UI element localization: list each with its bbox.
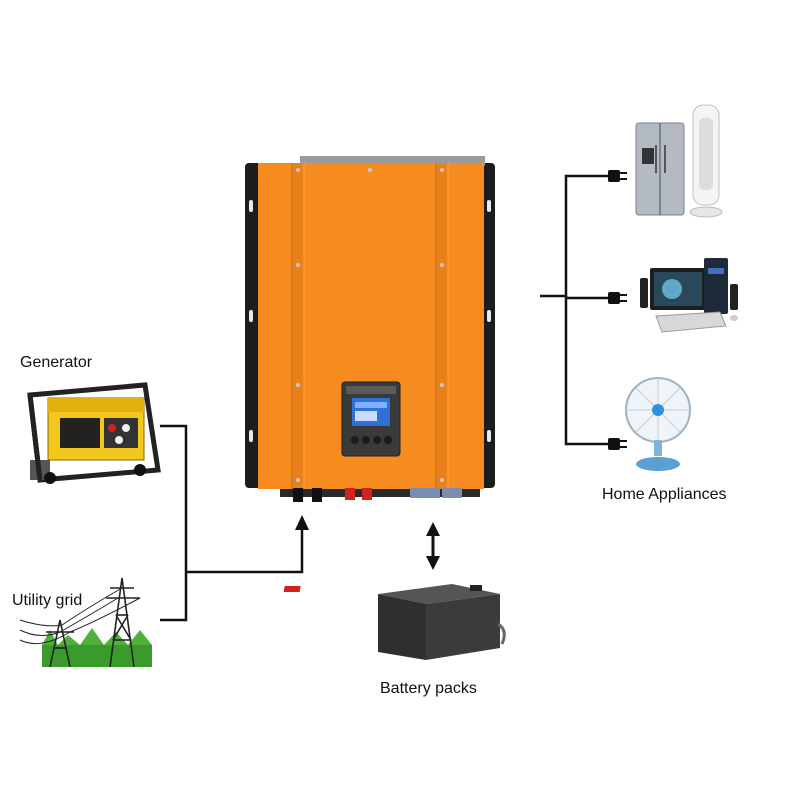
utility-grid-label: Utility grid — [12, 592, 83, 609]
battery-packs-label: Battery packs — [380, 680, 477, 697]
generator-line — [160, 424, 188, 622]
output-line-2 — [564, 296, 610, 446]
desktop-computer-icon — [640, 258, 738, 333]
input-line — [186, 528, 304, 574]
refrigerator-icon — [635, 122, 685, 216]
battery-icon — [283, 584, 506, 660]
generator-icon — [27, 382, 161, 484]
tower-fan-icon — [689, 104, 723, 218]
generator-label: Generator — [20, 354, 93, 371]
power-tower-icon — [19, 577, 152, 668]
desk-fan-icon — [625, 377, 691, 471]
bidirectional-arrow-icon — [426, 522, 440, 570]
connection-lines — [160, 174, 610, 622]
solar-inverter-icon — [245, 156, 495, 502]
arrow-up-icon — [295, 515, 309, 530]
output-line — [540, 174, 610, 298]
home-appliances-label: Home Appliances — [602, 486, 727, 503]
power-plug-icon — [608, 170, 627, 182]
power-plug-icon — [608, 438, 627, 450]
power-plug-icon — [608, 292, 627, 304]
